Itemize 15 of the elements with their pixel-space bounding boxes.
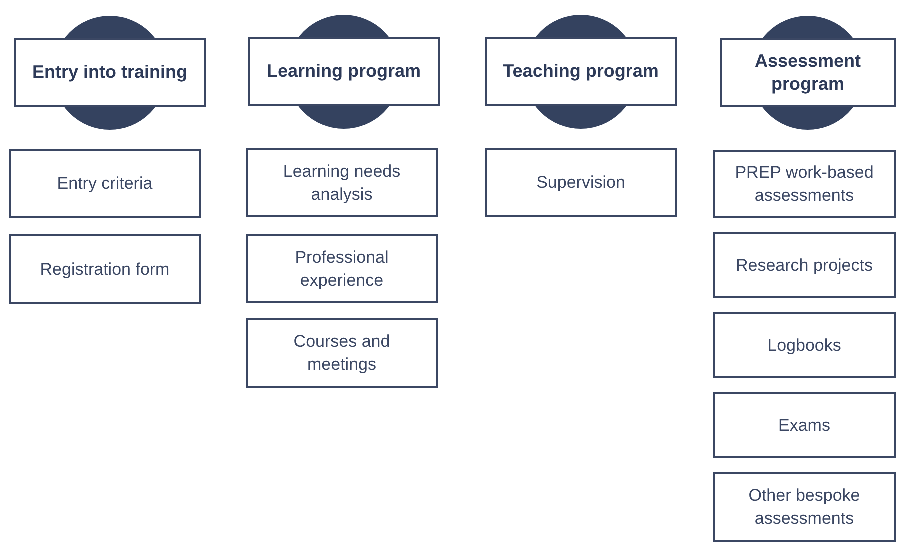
header-box: Entry into training: [14, 38, 206, 107]
item-box: Learning needs analysis: [246, 148, 438, 217]
header-box: Learning program: [248, 37, 440, 106]
item-box: Entry criteria: [9, 149, 201, 218]
item-box: Logbooks: [713, 312, 896, 378]
header-box: Assessment program: [720, 38, 896, 107]
item-box: Professional experience: [246, 234, 438, 303]
item-box: Exams: [713, 392, 896, 458]
item-box: Research projects: [713, 232, 896, 298]
item-box: Supervision: [485, 148, 677, 217]
header-box: Teaching program: [485, 37, 677, 106]
item-box: Registration form: [9, 234, 201, 304]
item-box: Courses and meetings: [246, 318, 438, 388]
item-box: PREP work-based assessments: [713, 150, 896, 218]
item-box: Other bespoke assessments: [713, 472, 896, 542]
